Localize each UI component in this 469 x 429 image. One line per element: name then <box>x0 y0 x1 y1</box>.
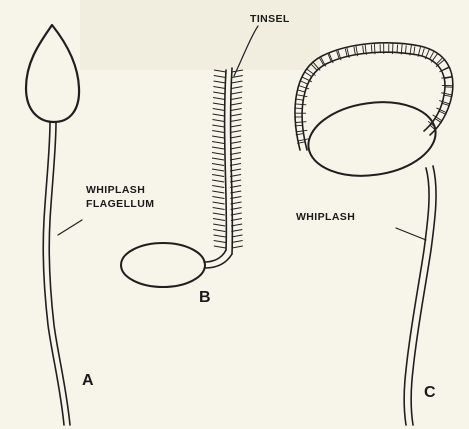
label-whiplash: WHIPLASH <box>296 211 355 223</box>
loop-hair <box>294 108 302 109</box>
label-tinsel: TINSEL <box>250 13 290 25</box>
label-whiplash-flagellum-2: FLAGELLUM <box>86 198 154 210</box>
label-whiplash-flagellum-1: WHIPLASH <box>86 184 145 196</box>
panel-label-a: A <box>82 372 94 389</box>
bleed-through-area <box>80 0 320 70</box>
panel-label-c: C <box>424 384 436 401</box>
loop-hair <box>371 45 372 53</box>
panel-label-b: B <box>199 289 211 306</box>
